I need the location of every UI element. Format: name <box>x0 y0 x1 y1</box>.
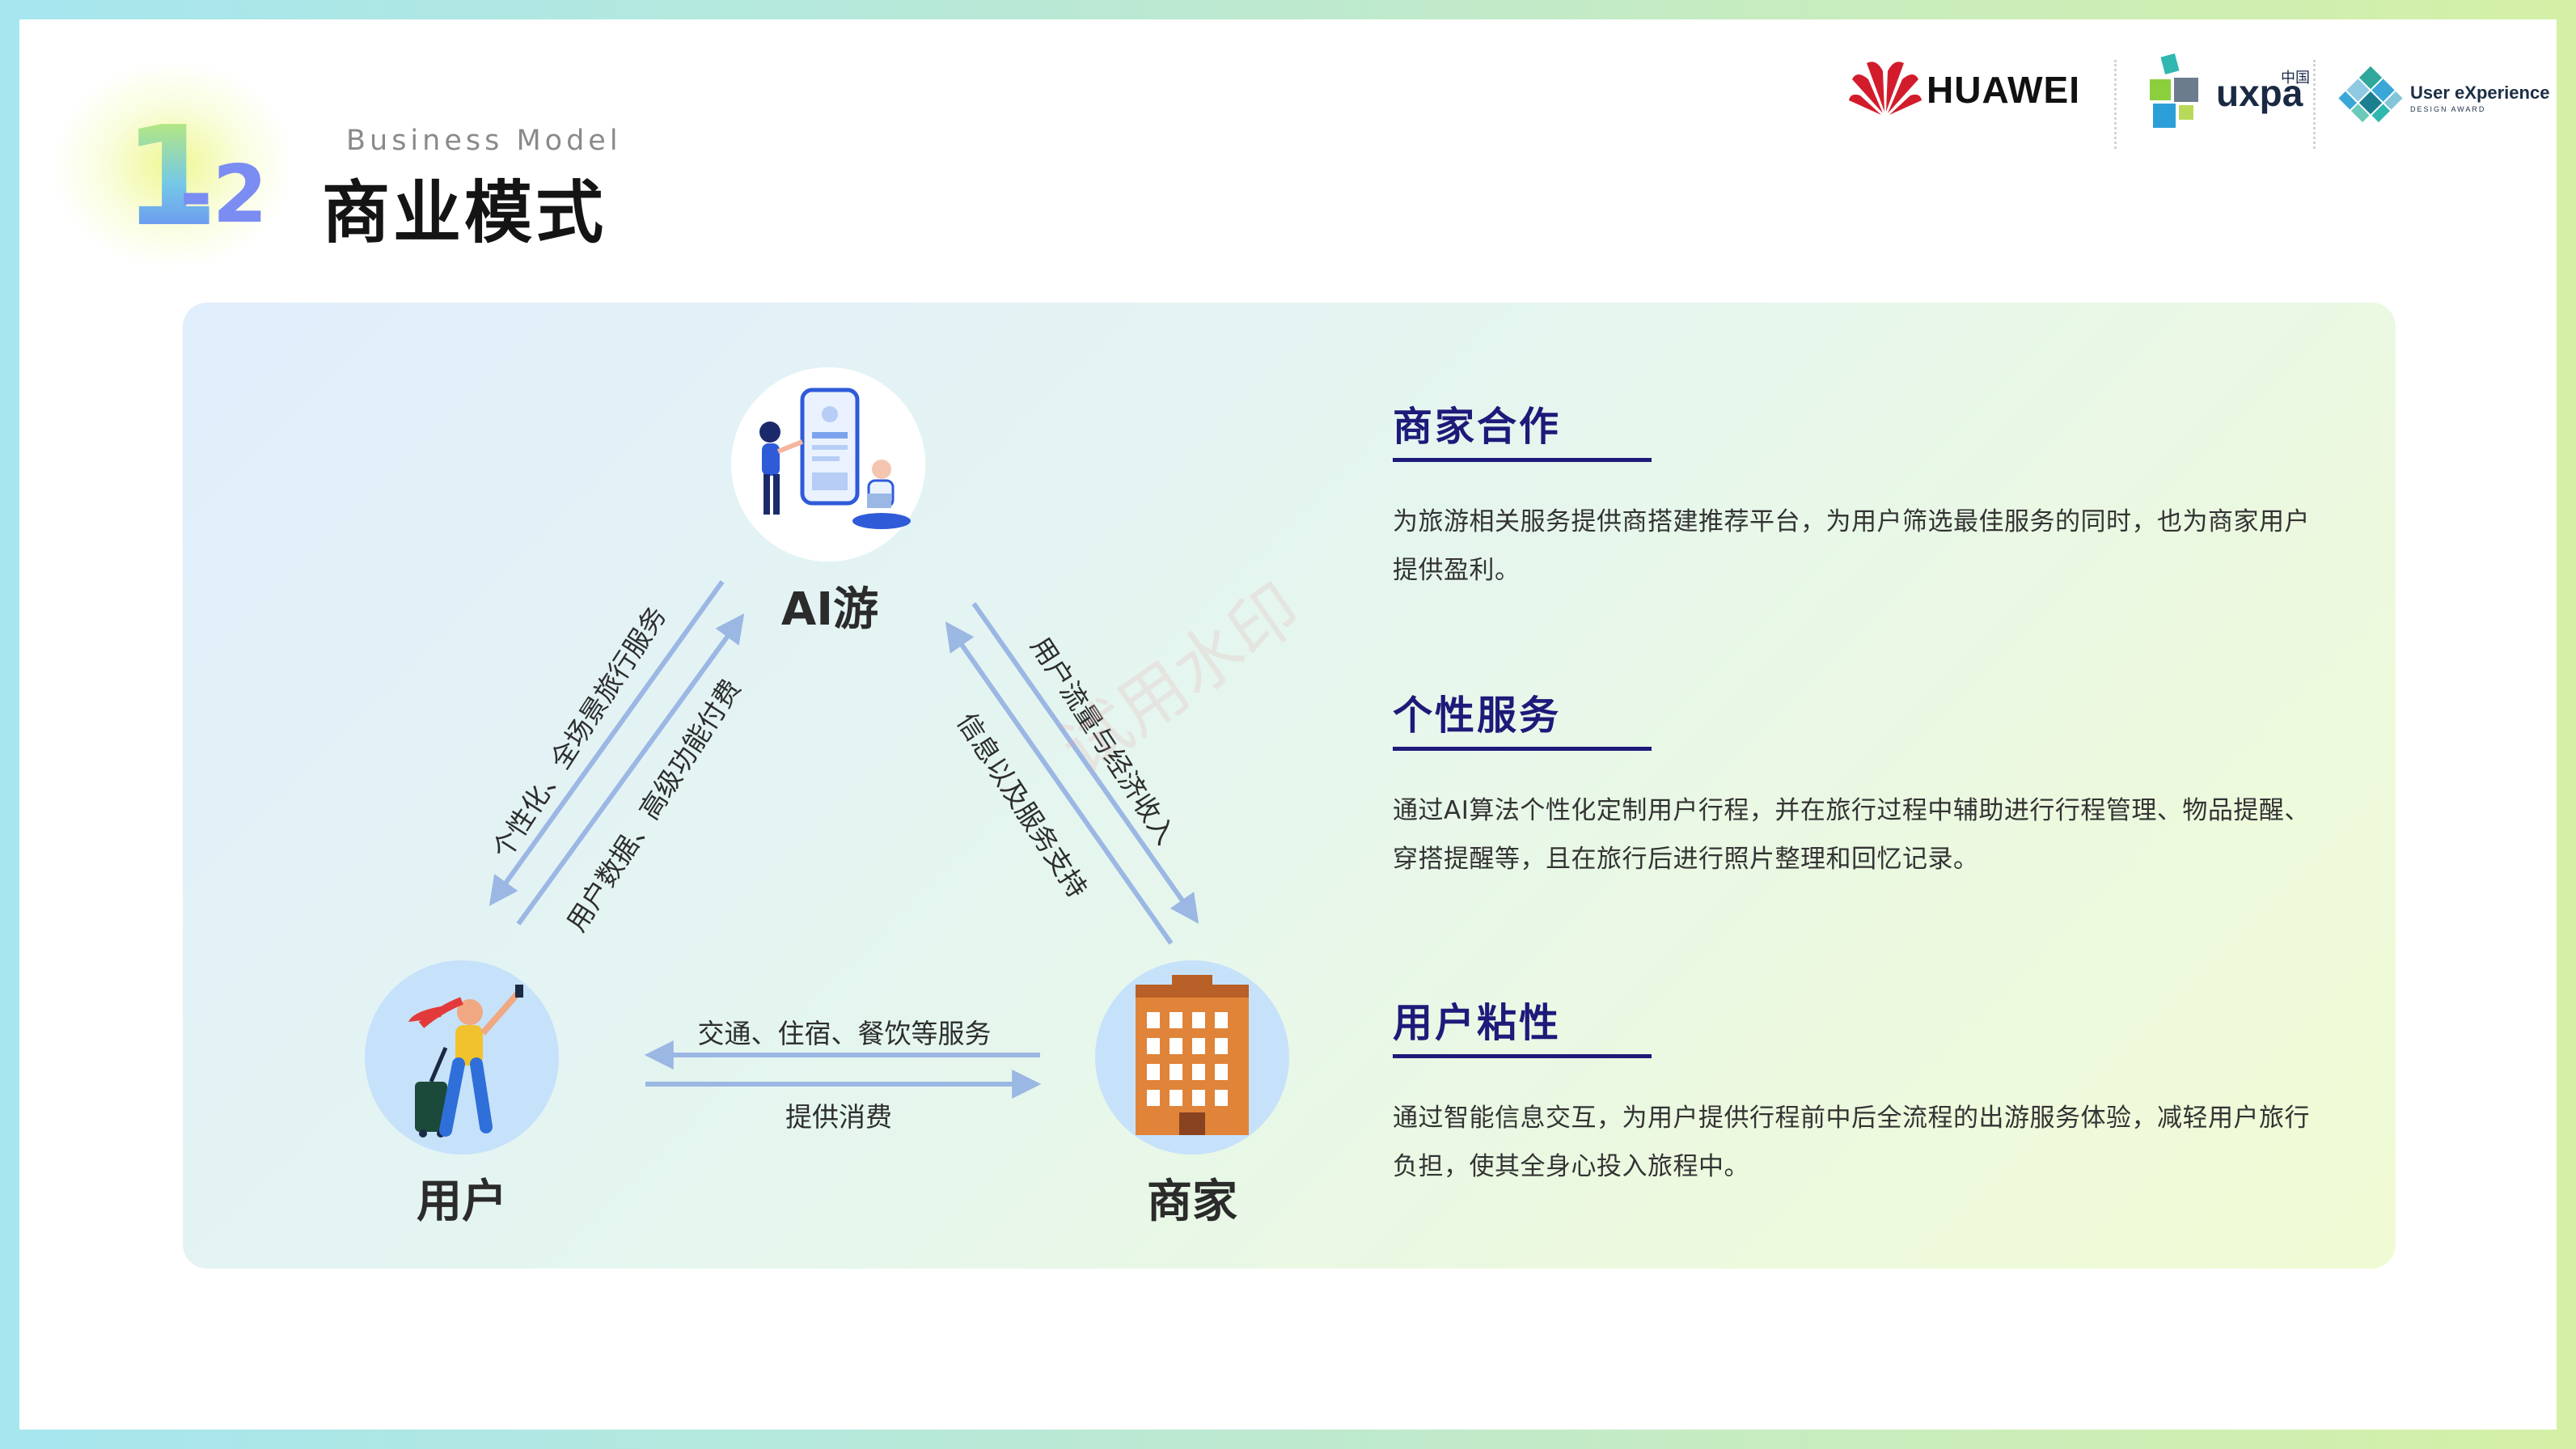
building-icon <box>1136 975 1249 1135</box>
logo-divider <box>2313 60 2316 149</box>
section-body: 通过智能信息交互，为用户提供行程前中后全流程的出游服务体验，减轻用户旅行负担，使… <box>1393 1103 2310 1181</box>
page-subtitle: Business Model <box>346 125 622 157</box>
section-number-minor: -2 <box>180 149 268 241</box>
section-merchant-cooperation: 商家合作 为旅游相关服务提供商搭建推荐平台，为用户筛选最佳服务的同时，也为商家用… <box>1393 404 2323 595</box>
traveler-icon <box>408 985 523 1138</box>
huawei-wordmark: HUAWEI <box>1927 69 2080 111</box>
edge-label-merchant-to-user: 交通、住宿、餐饮等服务 <box>697 1018 992 1049</box>
business-model-diagram: AI游 用户 <box>183 303 1396 1269</box>
decorative-glow <box>52 60 294 270</box>
huawei-logo: HUAWEI <box>1849 55 2092 128</box>
heading-underline <box>1393 1053 1652 1058</box>
arrow-merchant-to-ai <box>945 621 1174 945</box>
arrow-user-to-ai <box>516 613 745 926</box>
diagram-arrows <box>489 580 1199 1099</box>
heading-underline <box>1393 457 1652 462</box>
uxpa-logo: uxpa 中国 <box>2138 47 2333 136</box>
ux-award-subline: DESIGN AWARD <box>2410 105 2486 113</box>
uxpa-region-label: 中国 <box>2281 70 2310 87</box>
section-heading: 商家合作 <box>1393 404 1562 450</box>
logo-divider <box>2114 60 2117 149</box>
section-user-stickiness: 用户粘性 通过智能信息交互，为用户提供行程前中后全流程的出游服务体验，减轻用户旅… <box>1393 1000 2323 1191</box>
huawei-flower-icon <box>1849 61 1922 115</box>
user-node-circle <box>365 960 559 1155</box>
arrow-ai-to-user <box>489 580 725 906</box>
uxpa-blocks-icon <box>2150 53 2198 128</box>
ux-award-wordmark: User eXperience <box>2410 83 2550 103</box>
ai-node-circle <box>731 367 925 561</box>
uxpa-wordmark: uxpa <box>2216 72 2303 114</box>
arrow-ai-to-merchant <box>971 602 1199 924</box>
user-node-label: 用户 <box>417 1176 507 1228</box>
merchant-node-label: 商家 <box>1147 1176 1237 1228</box>
section-personalized-service: 个性服务 通过AI算法个性化定制用户行程，并在旅行过程中辅助进行行程管理、物品提… <box>1393 693 2323 883</box>
slide: 1 -2 Business Model 商业模式 HUAWEI uxpa 中国 <box>19 19 2557 1430</box>
section-heading: 用户粘性 <box>1393 1000 1562 1046</box>
ai-node-label: AI游 <box>780 583 879 636</box>
page-title: 商业模式 <box>322 173 607 252</box>
section-heading: 个性服务 <box>1393 693 1562 739</box>
people-with-phone-icon <box>759 388 911 529</box>
edge-label-user-to-merchant: 提供消费 <box>785 1101 892 1133</box>
section-number-major: 1 <box>123 97 219 257</box>
section-body: 通过AI算法个性化定制用户行程，并在旅行过程中辅助进行行程管理、物品提醒、穿搭提… <box>1393 795 2310 874</box>
ux-award-logo: User eXperience DESIGN AWARD <box>2334 57 2557 138</box>
section-body: 为旅游相关服务提供商搭建推荐平台，为用户筛选最佳服务的同时，也为商家用户提供盈利… <box>1393 506 2310 585</box>
heading-underline <box>1393 746 1652 751</box>
business-model-panel: AI游 用户 <box>183 303 2396 1269</box>
ux-award-diamond-icon <box>2338 66 2403 123</box>
merchant-node-circle <box>1095 960 1289 1155</box>
